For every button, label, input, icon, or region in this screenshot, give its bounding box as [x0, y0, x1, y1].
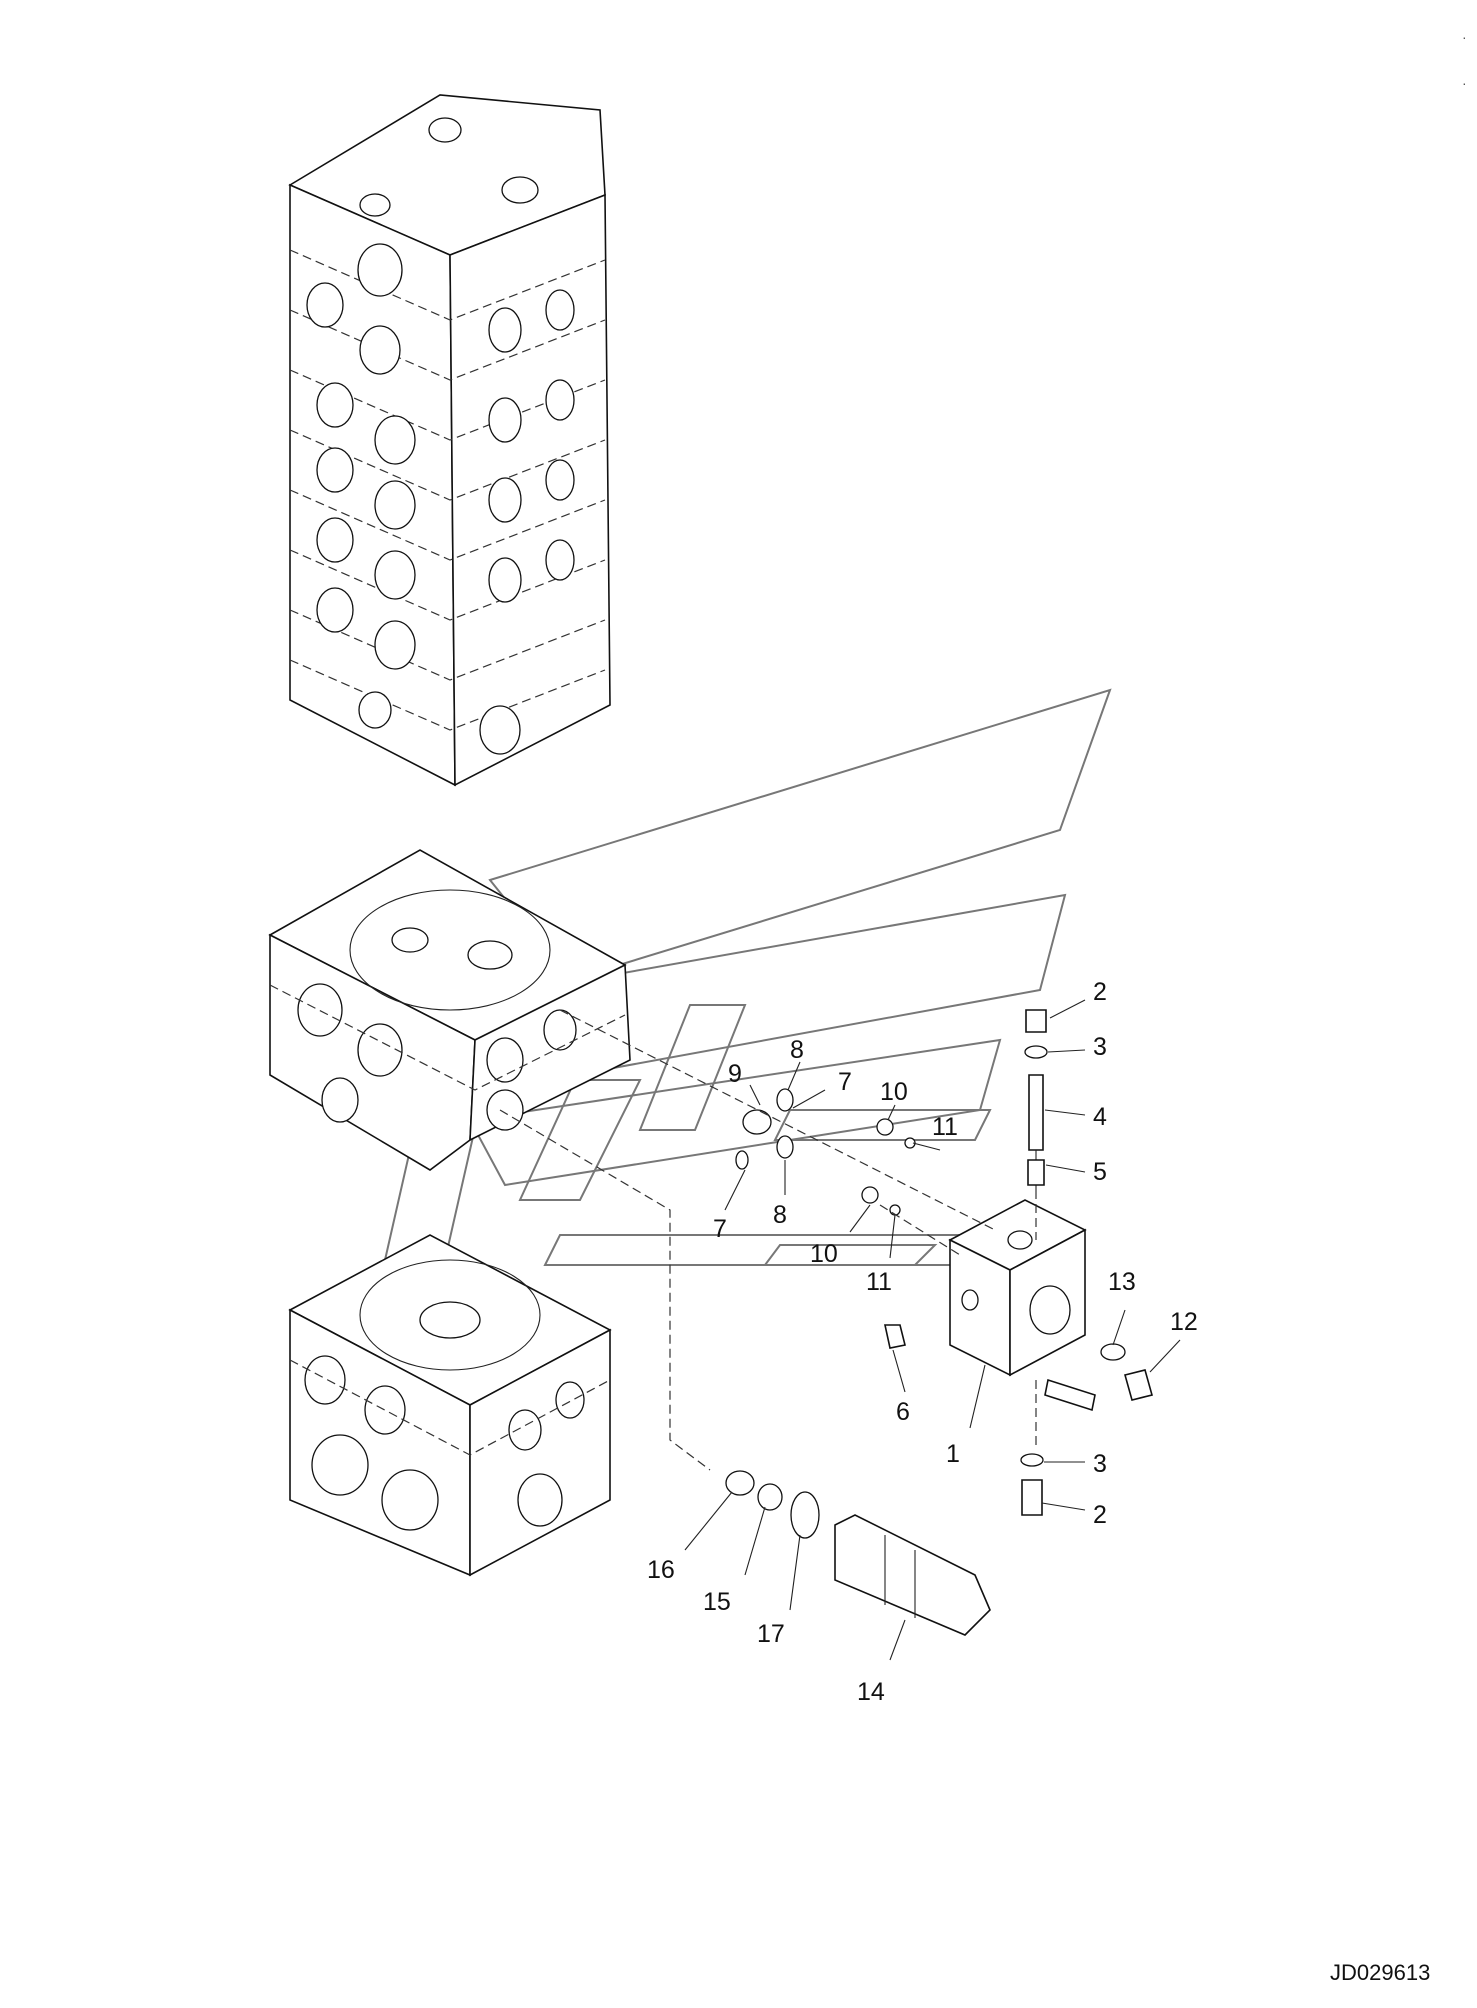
callout-6: 6: [896, 1398, 910, 1426]
callout-15: 15: [703, 1588, 731, 1616]
corner-mark-mid: ·: [1462, 75, 1467, 91]
callout-16: 16: [647, 1556, 675, 1584]
leader-lines: [684, 999, 1181, 1661]
callout-4: 4: [1093, 1103, 1107, 1131]
valve-section-middle: [268, 849, 631, 1171]
parts-exploded: [725, 1009, 1153, 1636]
callouts: 2 3 4 5 9 8 7 10 11 7 8 10 11 13 12 6 1 …: [647, 978, 1198, 1706]
callout-10-upper: 10: [880, 1078, 908, 1106]
callout-2-top: 2: [1093, 978, 1107, 1006]
callout-11-lower: 11: [866, 1268, 892, 1296]
callout-2-bottom: 2: [1093, 1501, 1107, 1529]
callout-10-lower: 10: [810, 1240, 838, 1268]
corner-mark-top: ·: [1462, 29, 1467, 45]
callout-1: 1: [946, 1440, 960, 1468]
valve-section-lower: [288, 1234, 612, 1577]
drawing-code: JD029613: [1330, 1960, 1430, 1985]
callout-13: 13: [1108, 1268, 1136, 1296]
callout-7-upper: 7: [838, 1068, 852, 1096]
callout-3-bottom: 3: [1093, 1450, 1107, 1478]
callout-17: 17: [757, 1620, 785, 1648]
callout-5: 5: [1093, 1158, 1107, 1186]
callout-3-top: 3: [1093, 1033, 1107, 1061]
assembly-guides: [499, 1009, 1037, 1471]
callout-11-upper: 11: [932, 1113, 958, 1141]
callout-9: 9: [728, 1060, 742, 1088]
valve-block-part-1: [948, 1199, 1087, 1377]
valve-stack-upper: [288, 94, 611, 787]
callout-8-lower: 8: [773, 1201, 787, 1229]
callout-7-lower: 7: [713, 1215, 727, 1243]
callout-12: 12: [1170, 1308, 1198, 1336]
callout-8-upper: 8: [790, 1036, 804, 1064]
callout-14: 14: [857, 1678, 885, 1706]
